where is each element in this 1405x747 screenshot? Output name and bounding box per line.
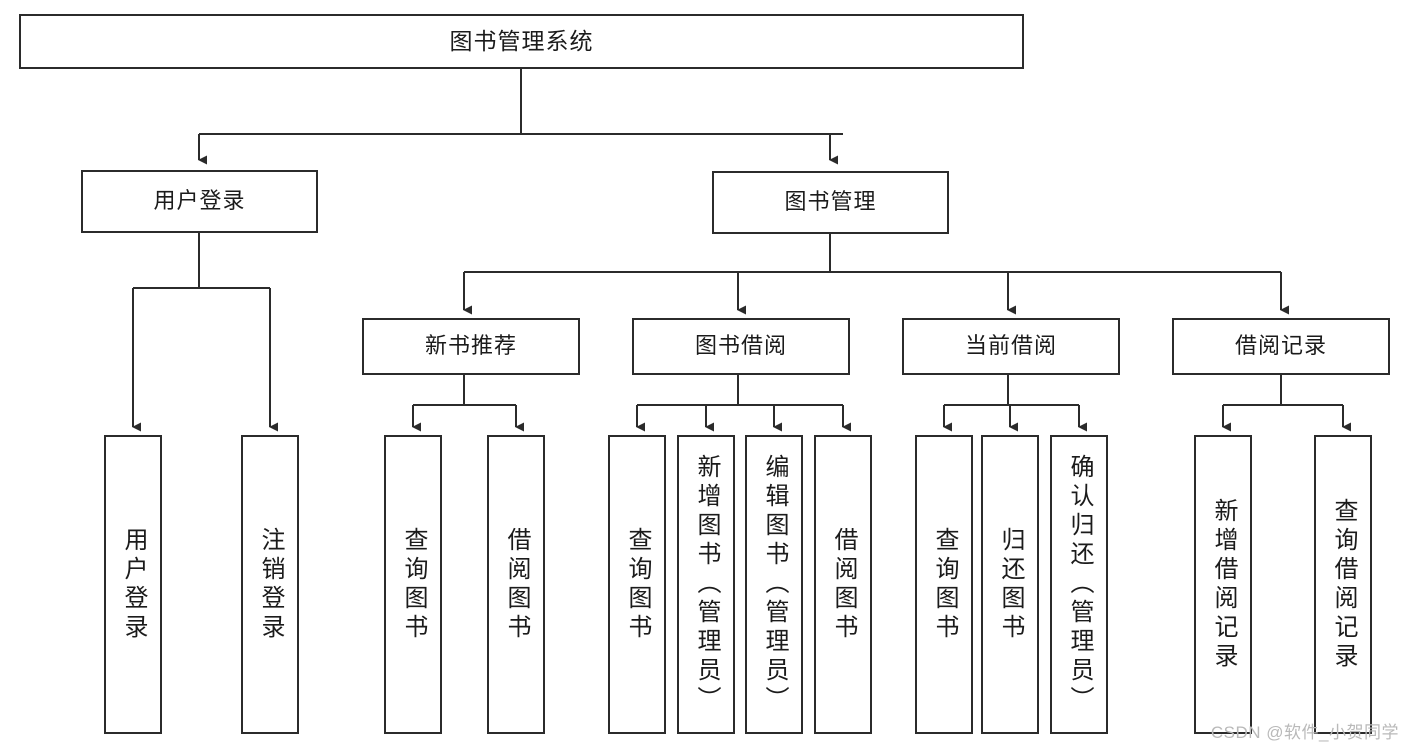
node-label: 图书管理系统	[449, 27, 594, 54]
node-label: 新增借阅记录	[1210, 497, 1237, 672]
leaf-return-book[interactable]: 归还图书	[981, 435, 1039, 734]
csdn-watermark: CSDN @软件_小贺同学	[1210, 723, 1399, 742]
leaf-user-login[interactable]: 用户登录	[104, 435, 162, 734]
node-book-management-system[interactable]: 图书管理系统	[19, 14, 1024, 69]
leaf-confirm-return-admin[interactable]: 确认归还（管理员）	[1050, 435, 1108, 734]
node-label: 归还图书	[997, 526, 1024, 643]
node-label: 确认归还（管理员）	[1066, 454, 1093, 715]
node-label: 用户登录	[153, 188, 246, 214]
node-current-borrow[interactable]: 当前借阅	[902, 318, 1120, 375]
node-label: 借阅图书	[830, 526, 857, 643]
leaf-lend-book[interactable]: 借阅图书	[814, 435, 872, 734]
leaf-query-book-recommend[interactable]: 查询图书	[384, 435, 442, 734]
node-label: 新书推荐	[424, 333, 517, 359]
node-book-management[interactable]: 图书管理	[712, 171, 949, 234]
node-user-login[interactable]: 用户登录	[81, 170, 318, 233]
node-label: 查询图书	[931, 526, 958, 643]
node-label: 新增图书（管理员）	[693, 454, 720, 715]
node-book-borrow[interactable]: 图书借阅	[632, 318, 850, 375]
node-label: 借阅记录	[1234, 333, 1327, 359]
node-label: 查询借阅记录	[1330, 497, 1357, 672]
node-label: 注销登录	[257, 526, 284, 643]
node-label: 图书管理	[784, 189, 877, 215]
leaf-query-borrow-record[interactable]: 查询借阅记录	[1314, 435, 1372, 734]
node-label: 当前借阅	[964, 333, 1057, 359]
leaf-query-book-borrow[interactable]: 查询图书	[608, 435, 666, 734]
node-label: 用户登录	[120, 526, 147, 643]
leaf-borrow-book-recommend[interactable]: 借阅图书	[487, 435, 545, 734]
leaf-query-book-current[interactable]: 查询图书	[915, 435, 973, 734]
leaf-edit-book-admin[interactable]: 编辑图书（管理员）	[745, 435, 803, 734]
node-label: 查询图书	[624, 526, 651, 643]
leaf-logout[interactable]: 注销登录	[241, 435, 299, 734]
node-borrow-record[interactable]: 借阅记录	[1172, 318, 1390, 375]
node-label: 借阅图书	[503, 526, 530, 643]
node-label: 查询图书	[400, 526, 427, 643]
node-label: 图书借阅	[694, 333, 787, 359]
node-new-book-recommend[interactable]: 新书推荐	[362, 318, 580, 375]
node-label: 编辑图书（管理员）	[761, 454, 788, 715]
leaf-add-book-admin[interactable]: 新增图书（管理员）	[677, 435, 735, 734]
leaf-add-borrow-record[interactable]: 新增借阅记录	[1194, 435, 1252, 734]
